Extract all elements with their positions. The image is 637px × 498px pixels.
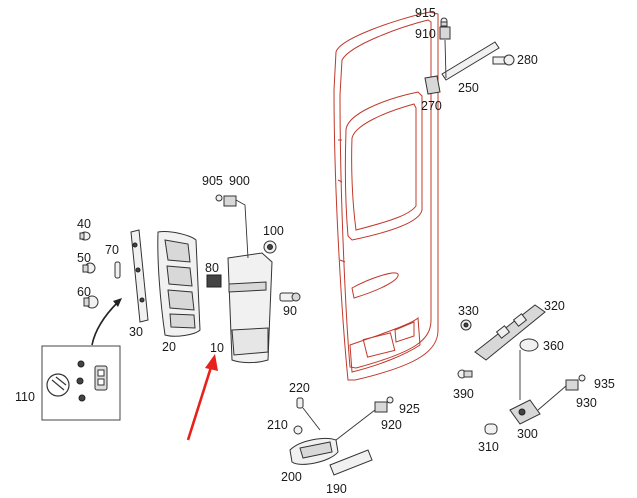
label-390[interactable]: 390 — [453, 387, 474, 401]
label-900[interactable]: 900 — [229, 174, 250, 188]
bulb-50[interactable] — [82, 262, 96, 274]
leader-line — [537, 385, 567, 411]
connector-900[interactable] — [215, 194, 249, 259]
screw-280[interactable] — [492, 54, 515, 66]
screw-90[interactable] — [279, 292, 301, 302]
label-270[interactable]: 270 — [421, 99, 442, 113]
label-30[interactable]: 30 — [129, 325, 143, 339]
label-190[interactable]: 190 — [326, 482, 347, 496]
label-110[interactable]: 110 — [15, 390, 35, 404]
screw-915[interactable] — [440, 17, 448, 27]
cover-910[interactable] — [439, 26, 451, 40]
screw-icon — [76, 360, 86, 402]
wrench-icon — [46, 373, 70, 397]
rear-door — [333, 11, 439, 381]
label-60[interactable]: 60 — [77, 285, 91, 299]
label-905[interactable]: 905 — [202, 174, 223, 188]
part-labels: 10 20 30 40 50 60 70 80 90 100 110 190 2… — [15, 6, 615, 496]
connector-80[interactable] — [206, 274, 222, 288]
label-220[interactable]: 220 — [289, 381, 310, 395]
lens-190[interactable] — [329, 449, 373, 476]
label-910[interactable]: 910 — [415, 27, 436, 41]
tail-lamp-10[interactable] — [227, 252, 273, 364]
label-330[interactable]: 330 — [458, 304, 479, 318]
leader-line — [335, 409, 376, 441]
bulb-40[interactable] — [79, 231, 91, 241]
bulb-70[interactable] — [114, 261, 121, 279]
label-250[interactable]: 250 — [458, 81, 479, 95]
handle-320[interactable] — [474, 304, 546, 361]
label-10[interactable]: 10 — [210, 341, 224, 355]
label-360[interactable]: 360 — [543, 339, 564, 353]
label-310[interactable]: 310 — [478, 440, 499, 454]
cap-360[interactable] — [519, 338, 539, 352]
clip-330[interactable] — [460, 319, 472, 331]
curved-arrow-icon — [91, 298, 122, 346]
bulb-220[interactable] — [296, 397, 304, 409]
label-40[interactable]: 40 — [77, 217, 91, 231]
label-90[interactable]: 90 — [283, 304, 297, 318]
red-arrow-icon — [186, 354, 218, 441]
label-300[interactable]: 300 — [517, 427, 538, 441]
bulb-310[interactable] — [484, 423, 498, 435]
bulb-carrier-30[interactable] — [130, 229, 149, 323]
label-20[interactable]: 20 — [162, 340, 176, 354]
bulb-210[interactable] — [293, 425, 303, 435]
label-70[interactable]: 70 — [105, 243, 119, 257]
connector-920[interactable] — [374, 396, 394, 413]
plate-light-300[interactable] — [509, 399, 541, 425]
label-925[interactable]: 925 — [399, 402, 420, 416]
bulb-60[interactable] — [83, 295, 99, 309]
label-210[interactable]: 210 — [267, 418, 288, 432]
leader-line — [302, 407, 321, 431]
label-915[interactable]: 915 — [415, 6, 436, 20]
label-320[interactable]: 320 — [544, 299, 565, 313]
label-280[interactable]: 280 — [517, 53, 538, 67]
bracket-270[interactable] — [424, 75, 441, 95]
label-935[interactable]: 935 — [594, 377, 615, 391]
label-50[interactable]: 50 — [77, 251, 91, 265]
tail-lamp-housing-20[interactable] — [157, 231, 201, 337]
label-920[interactable]: 920 — [381, 418, 402, 432]
connector-930[interactable] — [565, 374, 586, 391]
lamp-200[interactable] — [289, 437, 339, 465]
strip-250[interactable] — [441, 41, 500, 81]
label-100[interactable]: 100 — [263, 224, 284, 238]
label-200[interactable]: 200 — [281, 470, 302, 484]
mounting-kit-110[interactable] — [41, 345, 121, 421]
leader-line — [444, 39, 447, 79]
label-80[interactable]: 80 — [205, 261, 219, 275]
clip-100[interactable] — [263, 240, 277, 254]
label-930[interactable]: 930 — [576, 396, 597, 410]
screw-390[interactable] — [457, 369, 473, 379]
plug-connector-icon — [94, 365, 108, 391]
